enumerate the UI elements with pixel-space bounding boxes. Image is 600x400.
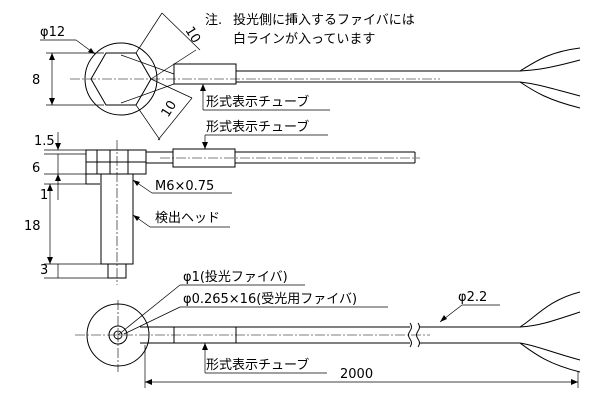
dim-10a-ext1 bbox=[135, 12, 163, 54]
dim-flat-10-bottom: 10 bbox=[159, 98, 180, 120]
dim-diameter-12: φ12 bbox=[40, 25, 65, 40]
dim-side-1: 1 bbox=[40, 188, 48, 203]
dim-1-arrow bbox=[55, 174, 61, 181]
top-tube bbox=[173, 63, 237, 85]
top-conv-1 bbox=[120, 54, 175, 75]
note-line-1: 投光側に挿入するファイバには bbox=[233, 12, 415, 28]
dim-18-arrow-bot bbox=[47, 257, 53, 264]
top-split-1a bbox=[519, 47, 581, 72]
dim-side-6: 6 bbox=[32, 161, 40, 176]
dim-10b-ext2 bbox=[135, 104, 161, 141]
dim-side-3: 3 bbox=[40, 263, 48, 278]
dim-total-length: 2000 bbox=[340, 367, 373, 382]
tube-bottom-arrow bbox=[202, 343, 208, 350]
dim-8-arrow-top bbox=[49, 53, 55, 60]
note-prefix: 注. bbox=[205, 13, 222, 28]
dim-side-18: 18 bbox=[24, 219, 41, 234]
label-recv-fiber: φ0.265×16(受光用ファイバ) bbox=[183, 292, 357, 307]
phi22-arrow bbox=[440, 315, 447, 322]
tube-side-arrow bbox=[202, 142, 208, 149]
top-conv-2 bbox=[120, 83, 175, 104]
dim-2000-arrow-right bbox=[571, 379, 578, 385]
emit-leader bbox=[117, 284, 181, 336]
dim-10b-ext1 bbox=[150, 78, 193, 99]
tube-top-arrow bbox=[200, 84, 206, 91]
top-view: φ12 8 10 10 形式表示チューブ bbox=[32, 12, 581, 141]
break-2 bbox=[416, 322, 420, 348]
bottom-split-1b bbox=[519, 311, 581, 328]
dim-fiber-diameter: φ2.2 bbox=[458, 290, 487, 305]
note-line-2: 白ラインが入っています bbox=[233, 31, 375, 47]
label-emit-fiber: φ1(投光ファイバ) bbox=[183, 269, 288, 285]
thread-arrow bbox=[133, 180, 140, 186]
dim-height-8: 8 bbox=[32, 73, 40, 88]
dim-side-1-5: 1.5 bbox=[34, 134, 55, 149]
break-1 bbox=[408, 322, 412, 348]
side-view: M6×0.75 検出ヘッド 形式表示チューブ 1.5 6 1 18 3 bbox=[24, 119, 420, 285]
top-split-2b bbox=[519, 81, 581, 109]
top-split-1b bbox=[519, 59, 581, 72]
dim-2000-arrow-left bbox=[145, 379, 152, 385]
label-thread: M6×0.75 bbox=[155, 179, 214, 194]
dim-10b-line bbox=[157, 97, 193, 141]
label-tube-side: 形式表示チューブ bbox=[206, 119, 309, 135]
dim-flat-10-top: 10 bbox=[182, 24, 203, 46]
bottom-split-2a bbox=[519, 342, 581, 361]
dim-10a-ext2 bbox=[150, 49, 197, 80]
dim-8-arrow-bot bbox=[49, 98, 55, 105]
head-arrow bbox=[133, 215, 140, 221]
label-tube-top: 形式表示チューブ bbox=[206, 94, 309, 110]
top-split-2a bbox=[519, 81, 581, 97]
dim-12-arrow bbox=[88, 48, 95, 54]
dim-18-arrow-top bbox=[47, 184, 53, 191]
label-tube-bottom: 形式表示チューブ bbox=[206, 357, 309, 373]
bottom-view: φ1(投光ファイバ) φ0.265×16(受光用ファイバ) φ2.2 形式表示チ… bbox=[75, 269, 581, 388]
label-head: 検出ヘッド bbox=[155, 211, 220, 226]
dim-1-5-arrow bbox=[55, 143, 61, 150]
side-shaft bbox=[100, 173, 134, 265]
bottom-split-1a bbox=[519, 291, 581, 328]
recv-leader bbox=[123, 306, 181, 335]
bottom-split-2b bbox=[519, 342, 581, 373]
dim-10a-line bbox=[161, 12, 201, 51]
